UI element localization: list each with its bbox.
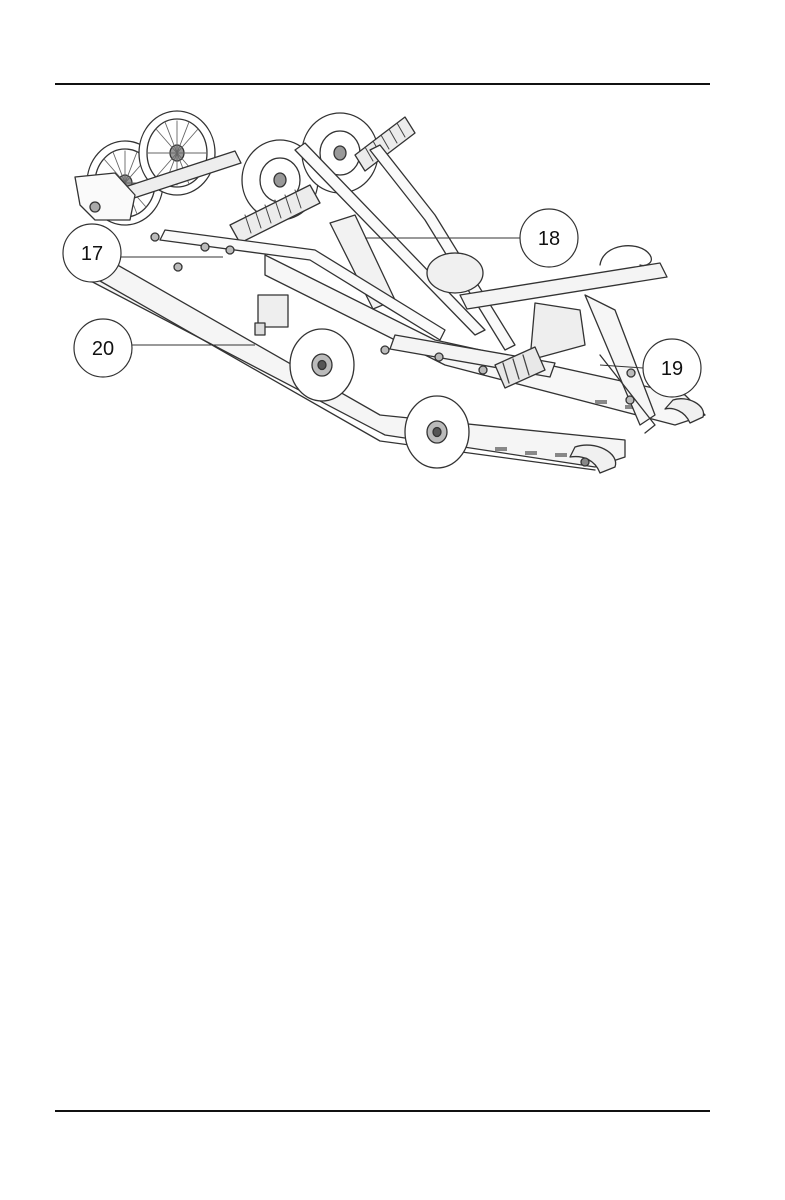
callout-label: 19 bbox=[661, 358, 683, 380]
slide-wheel-1 bbox=[289, 328, 355, 402]
callout-label: 20 bbox=[92, 338, 114, 360]
callout-label: 17 bbox=[81, 243, 103, 265]
rear-spring bbox=[229, 116, 416, 244]
left-rail bbox=[82, 254, 626, 468]
footer-rule bbox=[55, 1110, 710, 1112]
header-rule bbox=[55, 83, 710, 85]
callout-19: 19 bbox=[642, 338, 702, 398]
slide-wheel-2 bbox=[404, 395, 470, 469]
callout-18: 18 bbox=[519, 208, 579, 268]
front-upper-tube bbox=[459, 262, 668, 310]
callout-20: 20 bbox=[73, 318, 133, 378]
suspension-illustration: 17 18 19 20 bbox=[62, 110, 706, 474]
callout-17: 17 bbox=[62, 223, 122, 283]
callout-label: 18 bbox=[538, 228, 560, 250]
